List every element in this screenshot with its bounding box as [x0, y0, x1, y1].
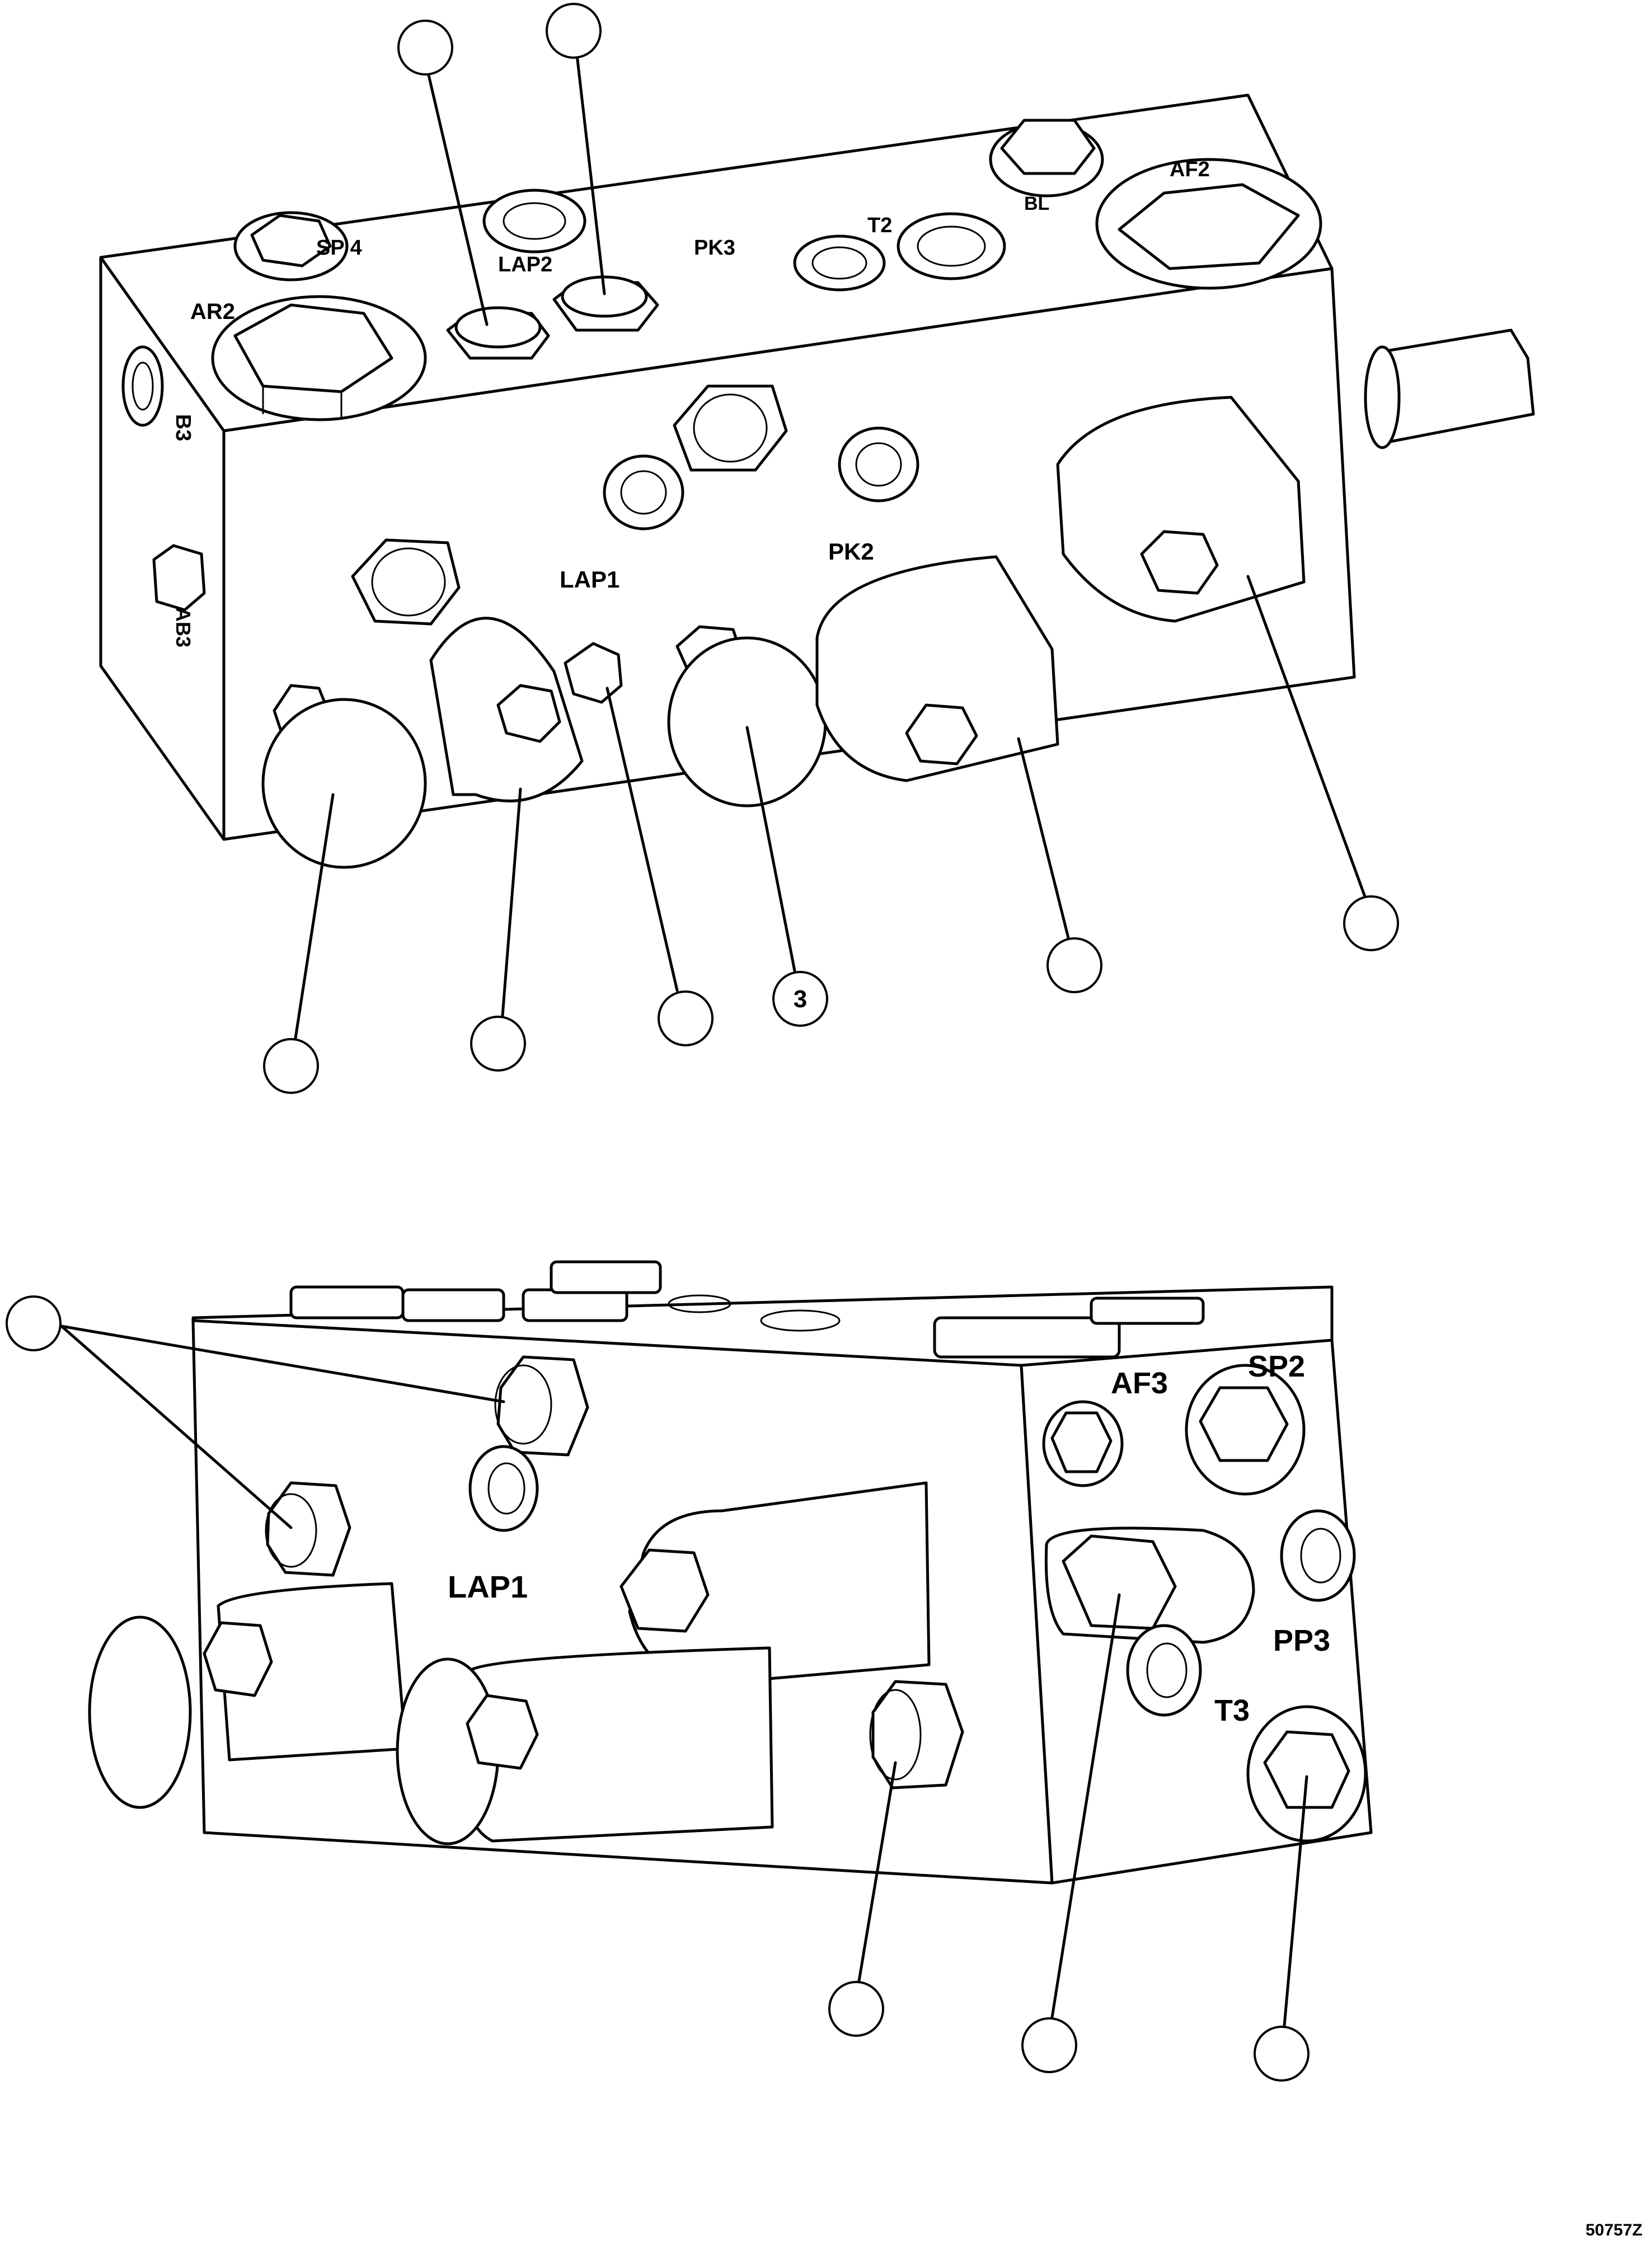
callout-circle-solenoid-mid	[1046, 937, 1102, 993]
bottom-end-sp2-plug	[1185, 1364, 1306, 1496]
label-t2: T2	[867, 214, 892, 237]
left-fitting-ab3-plug	[152, 544, 206, 612]
front-fitting-solenoid-mid	[815, 555, 1059, 782]
bottom-top-fittings	[289, 1260, 1205, 1359]
front-fitting-lap1-port	[603, 454, 684, 530]
top-fitting-pk3-port	[793, 234, 886, 292]
bottom-callouts	[6, 1295, 1310, 2082]
top-fitting-lap2-cap	[446, 306, 550, 360]
front-fitting-hex-plug-mid	[673, 384, 788, 472]
callout-circle-side-plugs	[6, 1295, 62, 1351]
label-af2: AF2	[1170, 158, 1210, 181]
front-fitting-solenoid-left	[429, 617, 584, 802]
bottom-side-plug-left	[265, 1481, 351, 1577]
label-sp2: SP2	[1248, 1350, 1305, 1383]
callout-circle-solenoid-right	[1343, 895, 1399, 951]
bottom-side-solenoid-bottom	[396, 1646, 774, 1845]
figure-id: 50757Z	[1585, 2221, 1642, 2239]
bottom-side-port-upper	[468, 1445, 539, 1532]
top-fitting-lap2-port	[482, 189, 586, 253]
bottom-end-pp3-port	[1280, 1509, 1356, 1602]
label-ab3: AB3	[172, 607, 195, 647]
top-fitting-pk3-cap	[552, 275, 659, 332]
top-fitting-ar2-plug	[211, 295, 427, 421]
label-pk2: PK2	[828, 538, 874, 565]
front-fitting-solenoid-right	[1056, 396, 1306, 623]
bottom-side-solenoid-left	[88, 1582, 407, 1809]
label-ar2: AR2	[190, 299, 235, 324]
callout-circle-side-plug-lower	[828, 1981, 884, 2037]
callout-circle-small-plug	[658, 990, 714, 1046]
front-fitting-cap-left	[261, 684, 427, 869]
bottom-end-t3-plug	[1246, 1705, 1367, 1843]
callout-circle-front-cap	[263, 1038, 319, 1094]
bottom-end-t3-port	[1126, 1624, 1202, 1717]
label-t3: T3	[1214, 1694, 1250, 1727]
top-fitting-bl-plug	[989, 119, 1104, 198]
bottom-side-plug-upper	[494, 1355, 589, 1457]
callout-circle-t3-plug	[1254, 2026, 1310, 2082]
front-fitting-cap-mid	[667, 625, 827, 807]
label-af3: AF3	[1111, 1366, 1168, 1400]
top-fitting-sp4-plug	[233, 211, 349, 281]
callout-circle-3	[772, 971, 828, 1027]
top-callouts: 3	[263, 3, 1399, 1094]
left-fitting-b3-port	[121, 345, 164, 427]
top-fitting-af2-plug	[1095, 158, 1322, 290]
callout-circle-solenoid-left	[470, 1016, 526, 1072]
callout-number-3: 3	[794, 985, 807, 1013]
front-fitting-hex-plug-left	[351, 538, 461, 626]
label-pp3: PP3	[1273, 1624, 1330, 1657]
label-lap1-top: LAP1	[560, 566, 620, 593]
front-fitting-pk2-port	[838, 426, 919, 502]
label-lap2: LAP2	[498, 253, 552, 276]
callout-circle-lap2-cap	[397, 20, 453, 76]
bottom-side-solenoid-top	[620, 1481, 931, 1686]
top-valve-block: SP 4 LAP2 PK3 T2 BL AF2 AR2 LAP1 PK2 B3 …	[99, 3, 1535, 1094]
top-side-nut	[1364, 328, 1535, 449]
label-b3: B3	[171, 414, 195, 442]
top-fitting-t2-port	[897, 212, 1006, 280]
callout-circle-pk3-cap	[546, 3, 602, 59]
bottom-leader-lines	[60, 1325, 1308, 2027]
label-bl: BL	[1024, 193, 1049, 214]
label-sp4: SP 4	[316, 236, 362, 260]
callout-circle-af3-cartridge	[1021, 2017, 1077, 2073]
bottom-end-af3-plug	[1042, 1400, 1124, 1487]
top-leader-lines	[294, 49, 1367, 1040]
bottom-end-af3-cartridge	[1044, 1527, 1255, 1644]
bottom-side-plug-lower	[869, 1680, 964, 1790]
label-pk3: PK3	[694, 236, 735, 260]
label-lap1-bottom: LAP1	[448, 1569, 528, 1604]
bottom-valve-block: AF3 SP2 LAP1 PP3 T3	[6, 1260, 1373, 2082]
